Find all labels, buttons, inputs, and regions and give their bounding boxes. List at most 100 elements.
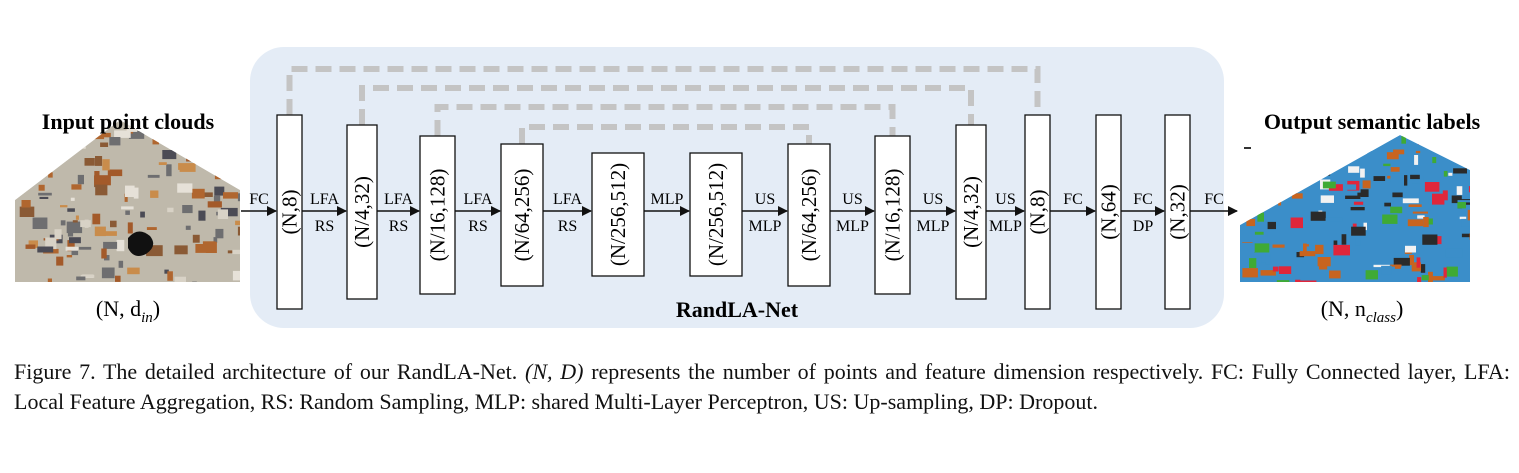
layer-block-5: (N/256,512) — [591, 152, 645, 277]
layer-box — [1024, 114, 1051, 310]
layer-block-10: (N,8) — [1024, 114, 1051, 310]
point-cloud-patch — [1424, 182, 1440, 192]
point-cloud-patch — [1392, 192, 1403, 198]
network-name: RandLA-Net — [676, 297, 799, 322]
point-cloud-patch — [56, 256, 64, 266]
point-cloud-patch — [1246, 161, 1258, 166]
point-cloud-patch — [125, 185, 135, 197]
point-cloud-patch — [1320, 195, 1334, 203]
point-cloud-patch — [232, 270, 240, 281]
point-cloud-patch — [116, 239, 125, 252]
figure-caption: Figure 7. The detailed architecture of o… — [14, 357, 1510, 417]
point-cloud-patch — [150, 190, 159, 198]
caption-suffix: represents the number of points and feat… — [14, 359, 1511, 414]
point-cloud-patch — [1274, 185, 1284, 193]
point-cloud-patch — [1372, 141, 1382, 144]
point-cloud-patch — [1279, 165, 1295, 170]
point-cloud-patch — [60, 220, 66, 226]
layer-block-6: (N/256,512) — [689, 152, 743, 277]
point-cloud-patch — [1348, 166, 1360, 173]
layer-label: (N/64,256) — [797, 169, 821, 262]
point-cloud-patch — [1317, 257, 1331, 267]
point-cloud-patch — [77, 174, 84, 185]
arrow-label-bottom: RS — [315, 218, 335, 235]
point-cloud-patch — [178, 163, 195, 170]
arrow-label-top: LFA — [463, 191, 492, 208]
point-cloud-patch — [174, 276, 186, 282]
arrow-label-top: US — [923, 191, 943, 208]
point-cloud-patch — [72, 220, 78, 223]
point-cloud-patch — [1411, 262, 1421, 272]
point-cloud-patch — [1260, 270, 1276, 276]
point-cloud-patch — [1447, 151, 1462, 155]
point-cloud-patch — [18, 139, 26, 147]
point-cloud-patch — [28, 240, 38, 248]
point-cloud-patch — [1393, 149, 1405, 155]
point-cloud-patch — [27, 160, 38, 168]
point-cloud-patch — [1246, 218, 1256, 227]
point-cloud-patch — [115, 275, 121, 282]
output-dimension: (N, nclass) — [1321, 296, 1404, 326]
point-cloud-patch — [76, 276, 86, 281]
point-cloud-patch — [1463, 135, 1470, 137]
arrow-label-top: FC — [1204, 191, 1224, 208]
point-cloud-patch — [38, 184, 45, 191]
point-cloud-patch — [1273, 160, 1280, 168]
point-cloud-patch — [1448, 147, 1463, 151]
point-cloud-patch — [45, 237, 57, 250]
point-cloud-patch — [1276, 280, 1290, 282]
point-cloud-patch — [1428, 199, 1435, 205]
point-cloud-patch — [1409, 255, 1414, 266]
input-dimension: (N, din) — [96, 296, 160, 326]
point-cloud-patch — [1432, 276, 1445, 281]
point-cloud-patch — [95, 184, 108, 196]
arrow-label-top: US — [842, 191, 862, 208]
point-cloud-patch — [1295, 279, 1301, 282]
point-cloud-patch — [1284, 153, 1301, 162]
point-cloud-patch — [1353, 201, 1364, 205]
point-cloud-patch — [1254, 182, 1262, 190]
arrow-label-top: FC — [249, 191, 269, 208]
point-cloud-patch — [1382, 214, 1398, 224]
input-dimension-subscript: in — [141, 310, 153, 326]
point-cloud-patch — [185, 225, 191, 230]
point-cloud-patch — [1265, 254, 1271, 265]
point-cloud-patch — [158, 162, 167, 165]
point-cloud-patch — [1404, 175, 1408, 186]
point-cloud-patch — [1242, 268, 1258, 278]
point-cloud-patch — [1456, 186, 1463, 195]
point-cloud-patch — [19, 206, 35, 217]
arrow-label-top: FC — [1063, 191, 1083, 208]
skip-connection-3 — [434, 104, 896, 136]
point-cloud-patch — [227, 132, 236, 136]
point-cloud-patch — [1459, 216, 1467, 220]
point-cloud-patch — [45, 137, 60, 148]
point-cloud-patch — [239, 120, 240, 125]
point-cloud-patch — [1443, 267, 1447, 278]
point-cloud-patch — [191, 188, 205, 199]
point-cloud-patch — [1305, 140, 1316, 149]
layer-box — [276, 114, 303, 310]
point-cloud-patch — [229, 171, 239, 179]
point-cloud-patch — [1373, 176, 1386, 181]
layer-box — [689, 152, 743, 277]
point-cloud-patch — [34, 168, 44, 178]
point-cloud-patch — [1408, 204, 1422, 207]
layer-box — [500, 143, 544, 287]
point-cloud-patch — [69, 237, 81, 244]
point-cloud-patch — [195, 244, 210, 253]
point-cloud-patch — [103, 231, 117, 236]
point-cloud-patch — [1383, 163, 1391, 167]
point-cloud-patch — [16, 177, 28, 184]
skip-connections — [286, 66, 1041, 144]
layer-label: (N/16,128) — [881, 169, 905, 262]
point-cloud-patch — [1350, 207, 1365, 211]
point-cloud-patch — [80, 274, 95, 278]
point-cloud-patch — [80, 138, 86, 143]
point-cloud-patch — [198, 210, 206, 221]
point-cloud-patch — [1333, 244, 1350, 256]
point-cloud-patch — [121, 206, 134, 210]
point-cloud-patch — [1292, 176, 1297, 184]
point-cloud-patch — [1432, 157, 1437, 164]
